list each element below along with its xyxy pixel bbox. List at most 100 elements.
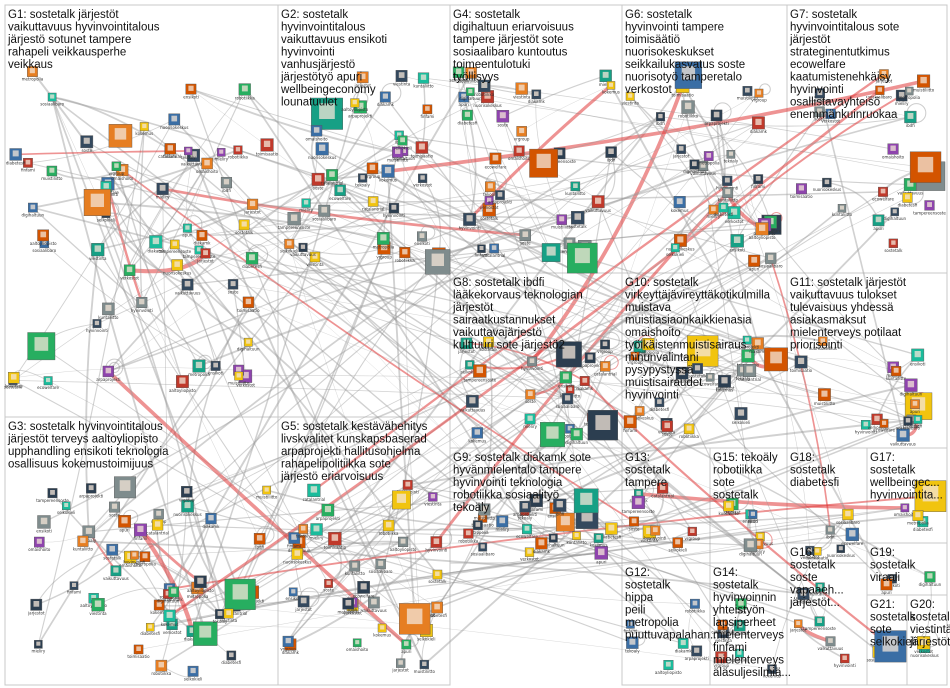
node[interactable]: kuntaliitto [73,535,94,552]
node[interactable]: catalantrial [362,196,385,212]
node[interactable]: ibdfi [904,110,917,128]
node[interactable]: selkokieli [449,66,468,83]
node[interactable]: arpaprojekti [578,352,602,368]
node[interactable]: hyvinvointi [521,356,543,371]
node[interactable]: catalantrial [303,483,326,502]
node[interactable]: omaishoito [306,125,329,141]
node[interactable]: selkokieli [184,665,202,682]
node[interactable]: soste [311,172,325,191]
node[interactable] [567,242,598,274]
node[interactable] [687,335,719,367]
node[interactable]: selkokieli [280,238,298,254]
node[interactable]: sostetalk [731,620,750,636]
node[interactable]: selkokieli [57,501,75,515]
node[interactable]: mieliry [299,198,314,213]
node[interactable]: ibdfi [253,533,266,549]
node[interactable]: sostetalk [479,336,498,352]
node[interactable] [311,97,343,130]
node[interactable]: jarjestot [353,71,371,88]
node[interactable]: catalantrial [651,482,674,499]
node[interactable]: verkostot [120,264,139,281]
node[interactable]: sostetalk [103,543,122,560]
node[interactable]: kokemus [379,164,397,183]
node[interactable]: tampereensoste [159,239,192,254]
node[interactable]: sosiaalibaro [868,85,892,100]
node[interactable]: metropolia [134,551,156,567]
node[interactable]: muistiliitto [228,371,250,386]
node[interactable]: finfami [623,620,637,633]
node[interactable]: muistiliitto [414,659,436,674]
node[interactable] [193,621,218,646]
node[interactable]: diabetesfi [140,623,161,636]
node[interactable]: apuri [872,214,885,231]
node[interactable]: kokemus [161,609,179,627]
node[interactable]: jarjestot [294,595,312,612]
node[interactable]: diabetesfi [714,202,734,217]
node[interactable] [425,249,451,275]
node[interactable]: ecowelfare [872,186,894,202]
node[interactable]: arpaprojekti [488,190,512,205]
node[interactable]: aaltoyliopisto [390,536,417,552]
node[interactable]: viestinta [306,251,324,267]
node[interactable]: muistiliitto [814,388,836,406]
node[interactable]: jarjestot [457,337,475,354]
node[interactable]: verkostot [800,545,820,560]
node[interactable]: omaishoito [671,366,694,384]
node[interactable]: vrgroup [685,526,701,541]
node[interactable]: hyvinvointi [644,525,666,541]
node[interactable]: nuorisokeskus [160,113,188,130]
node[interactable]: apuri [910,399,920,414]
node[interactable]: hyvinvointi [459,212,481,231]
node[interactable] [587,410,619,441]
node[interactable]: omaishoito [346,638,369,652]
node[interactable] [529,148,558,178]
node[interactable]: vaikuttavuus [290,242,316,257]
node[interactable]: ensikoti [208,361,224,376]
node[interactable]: verkostot [821,108,840,124]
node[interactable]: tekoaly [82,525,97,543]
node[interactable]: vaikuttavuus [460,395,486,413]
node[interactable] [909,151,942,183]
node[interactable]: selkokieli [669,537,687,553]
node[interactable]: finfami [21,157,35,173]
node[interactable]: kokemus [135,122,153,136]
node[interactable]: mieliry [310,523,324,541]
node[interactable]: metropolia [907,510,929,526]
node[interactable]: metropolia [373,232,395,250]
node[interactable]: robotiikka [151,659,172,676]
node[interactable]: vrgroup [109,161,125,176]
node[interactable]: diakamk [528,89,546,104]
node[interactable]: hyvinvointi [425,536,447,553]
node[interactable]: digihaltuun [565,428,588,445]
node[interactable]: ensikoti [286,587,302,601]
node[interactable]: apuri [594,546,608,564]
node[interactable]: arpaprojekti [96,365,121,382]
node[interactable]: sostetalk [235,219,254,235]
node[interactable]: kokemus [150,599,168,615]
node[interactable]: mieliry [156,182,170,200]
node[interactable]: tekoaly [296,524,311,539]
node[interactable]: hyvinvointi [855,420,877,434]
node[interactable]: catalantrial [711,619,734,635]
node[interactable]: robotiikka [379,519,399,536]
node[interactable]: vrgroup [179,486,195,502]
node[interactable]: robotiikka [235,83,255,101]
node[interactable]: kuntaliitto [718,187,739,203]
node[interactable]: jarjestot [672,144,690,159]
node[interactable] [392,490,411,510]
node[interactable]: aaltoyliopisto [187,575,214,593]
node[interactable]: nuorisokeskus [625,406,654,421]
node[interactable]: muistiliitto [913,74,935,93]
node[interactable]: toimisaatio [237,296,260,313]
node[interactable]: ecowelfare [329,184,352,201]
node[interactable]: verkostot [520,547,539,562]
node[interactable]: finfami [133,523,147,542]
node[interactable]: mieliry [599,69,613,87]
node[interactable]: tampereensoste [36,488,69,503]
node[interactable]: metropolia [338,597,360,614]
node[interactable]: kuntaliitto [98,302,119,320]
node[interactable]: digihaltuun [542,533,565,548]
node[interactable]: mieliry [797,587,811,605]
node[interactable]: diabetesfi [898,192,918,208]
node[interactable]: ecowelfare [37,376,60,391]
